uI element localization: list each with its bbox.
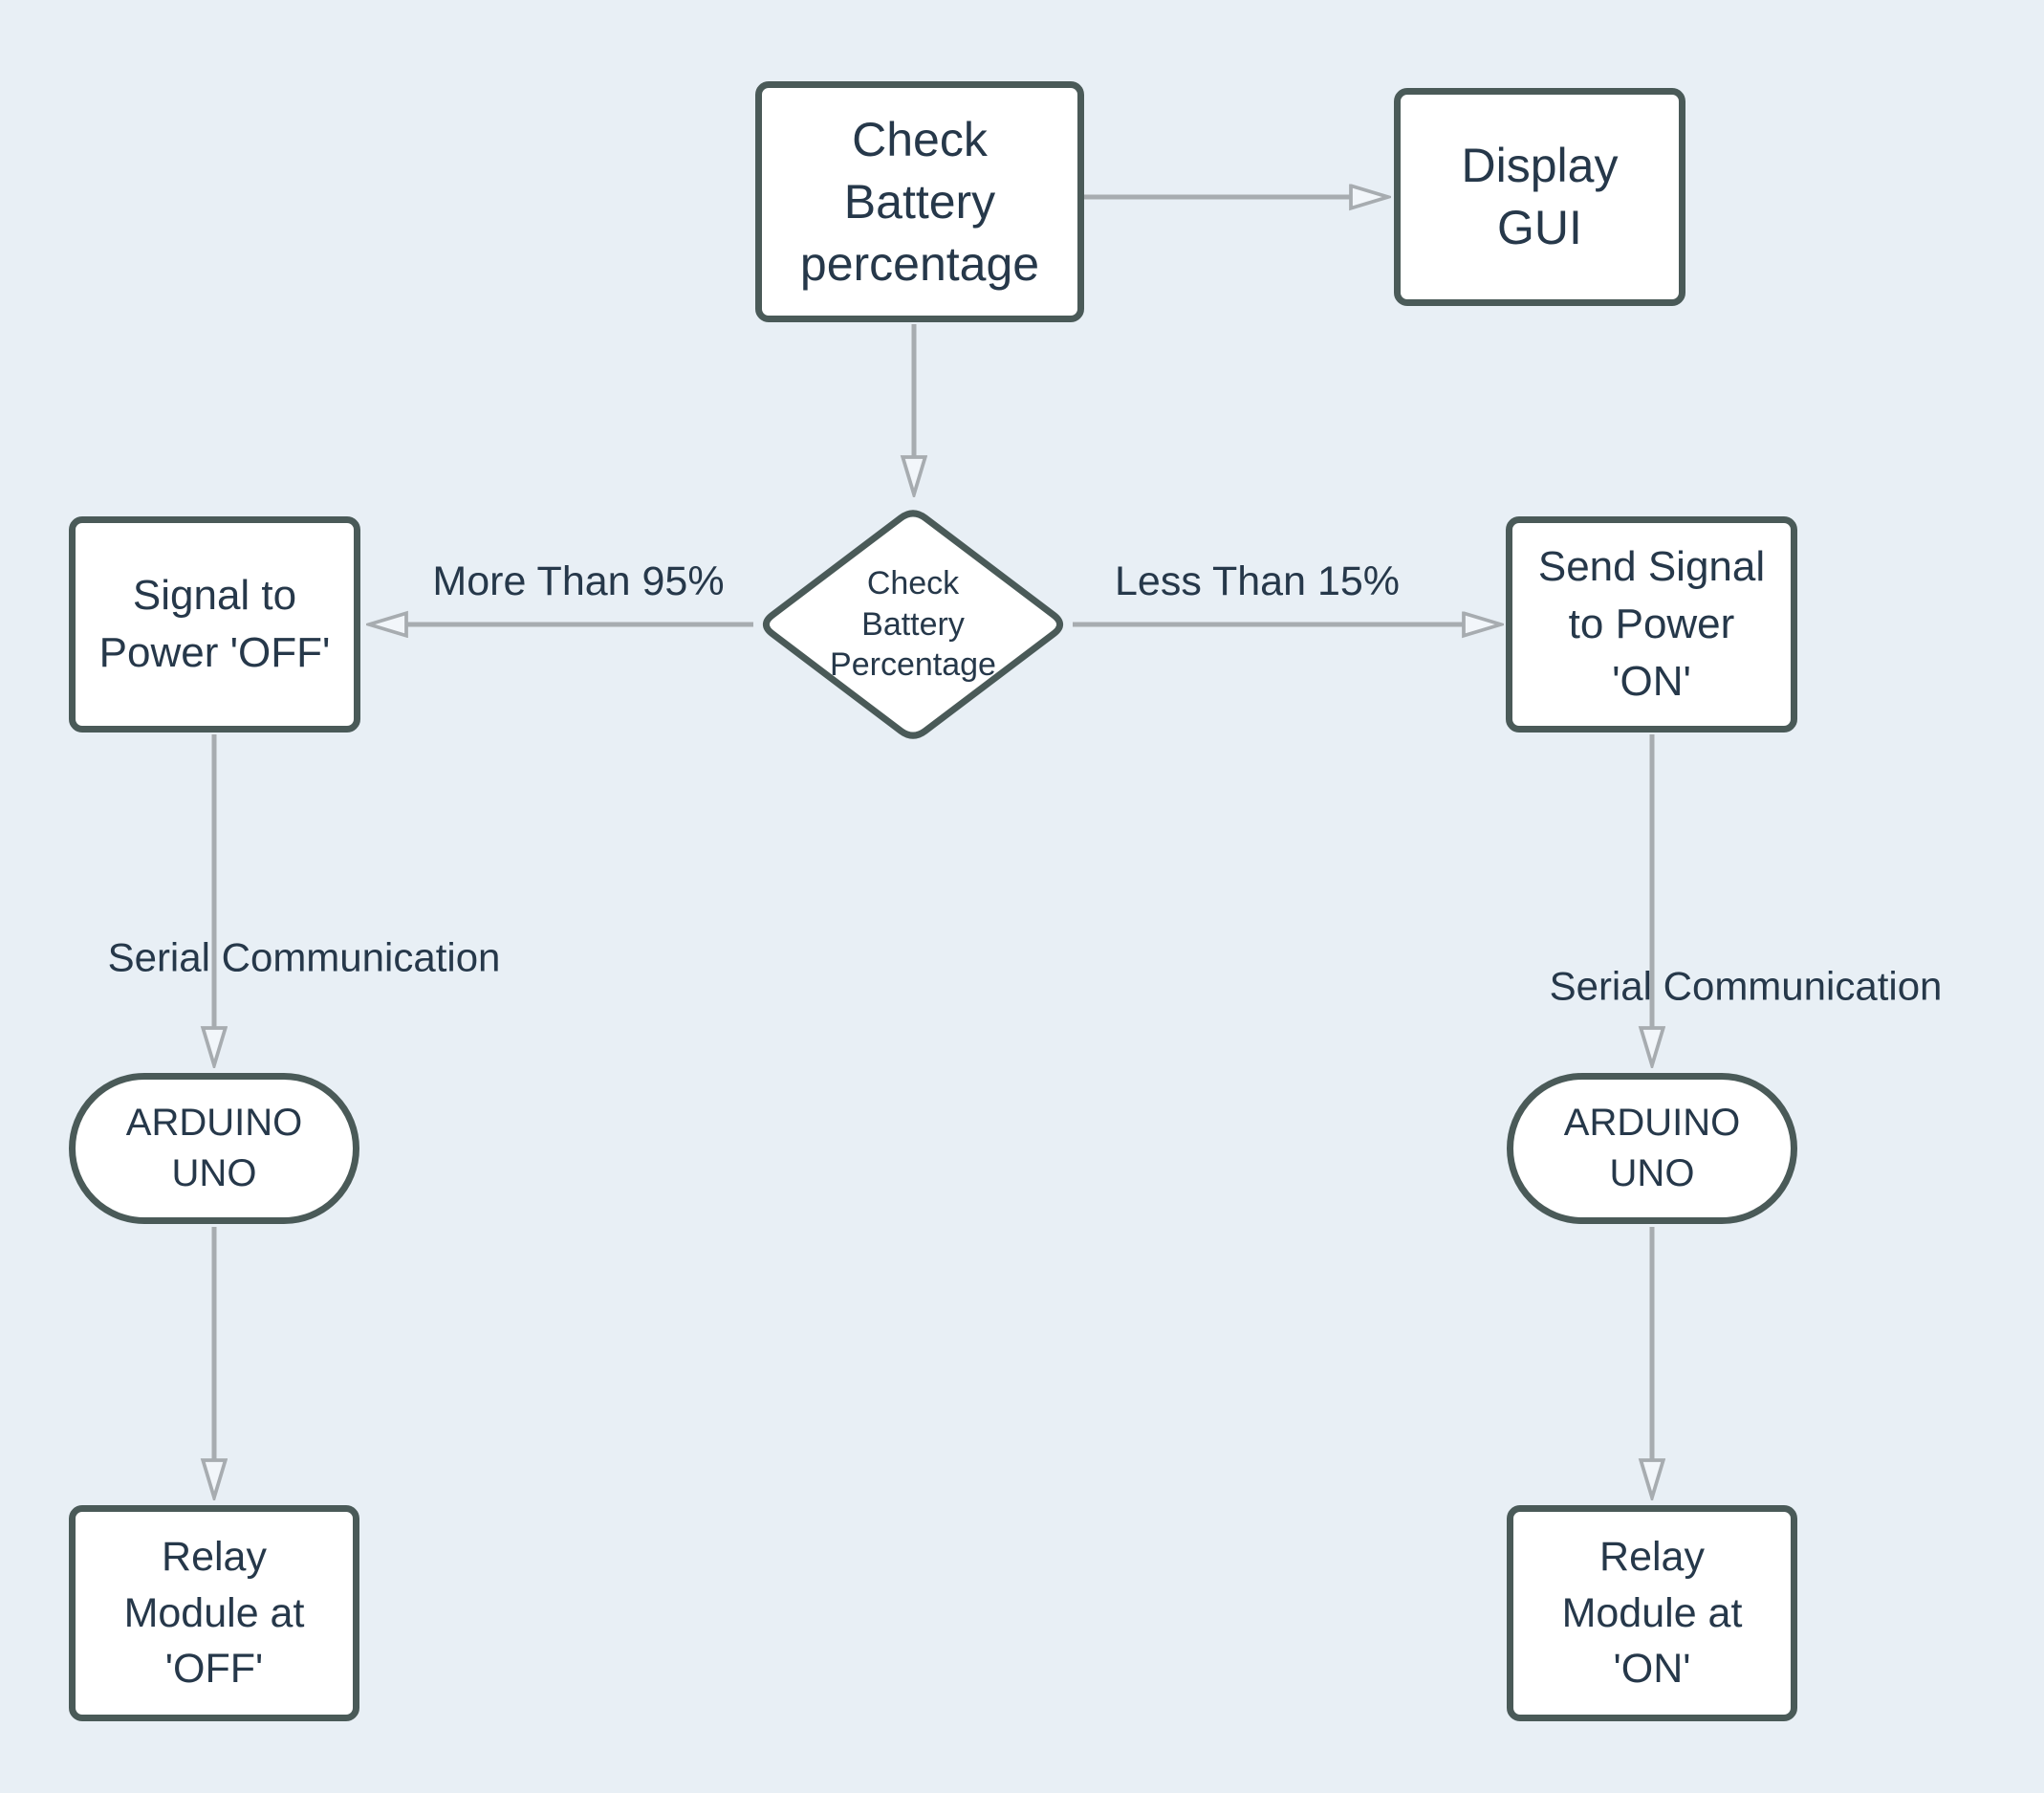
node-arduino-left: ARDUINO UNO (69, 1073, 359, 1224)
node-arduino-right-label: ARDUINO UNO (1563, 1102, 1741, 1194)
node-check-battery: Check Battery percentage (755, 81, 1084, 322)
node-signal-off: Signal to Power 'OFF' (69, 516, 360, 733)
node-relay-off: Relay Module at 'OFF' (69, 1505, 359, 1721)
node-decision-label: Check Battery Percentage (830, 564, 996, 684)
node-send-on-label: Send Signal to Power 'ON' (1537, 543, 1766, 705)
node-arduino-left-label: ARDUINO UNO (125, 1102, 303, 1194)
node-relay-off-label: Relay Module at 'OFF' (123, 1534, 305, 1693)
edge-label-more-than-95: More Than 95% (432, 558, 725, 604)
node-send-on: Send Signal to Power 'ON' (1506, 516, 1797, 733)
edge-label-serial-communication-right: Serial Communication (1549, 963, 1943, 1009)
node-check-battery-label: Check Battery percentage (799, 112, 1040, 291)
node-display-gui-label: Display GUI (1461, 139, 1619, 254)
node-arduino-right: ARDUINO UNO (1507, 1073, 1797, 1224)
node-display-gui: Display GUI (1394, 88, 1685, 306)
edge-label-less-than-15: Less Than 15% (1114, 558, 1401, 604)
edge-label-serial-communication-left: Serial Communication (107, 934, 501, 980)
node-relay-on-label: Relay Module at 'ON' (1561, 1534, 1743, 1693)
node-decision-diamond: Check Battery Percentage (755, 504, 1071, 745)
node-relay-on: Relay Module at 'ON' (1507, 1505, 1797, 1721)
node-signal-off-label: Signal to Power 'OFF' (98, 572, 331, 676)
diamond-shape (762, 510, 1064, 739)
